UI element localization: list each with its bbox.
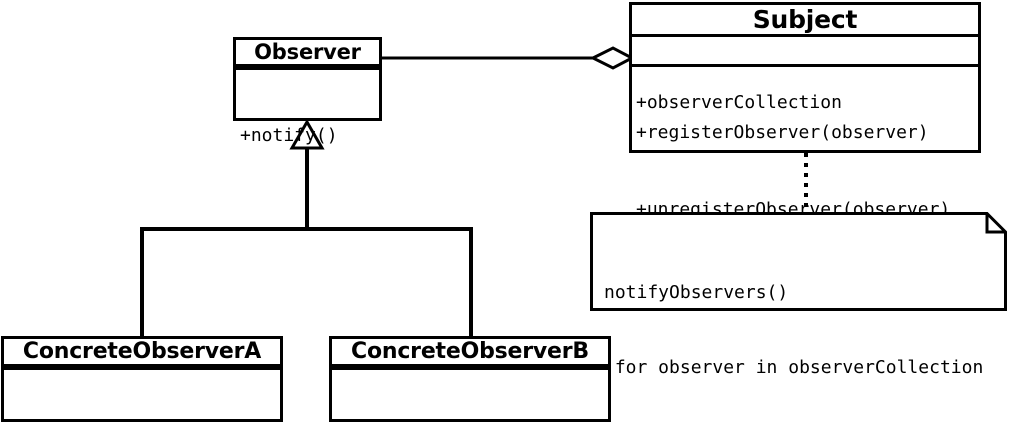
compartment-divider bbox=[632, 64, 978, 67]
compartment-divider bbox=[236, 67, 379, 70]
operation-line: +notify() bbox=[240, 125, 338, 146]
class-box-concrete-observer-b[interactable]: ConcreteObserverB +notify() bbox=[329, 336, 611, 422]
compartment-divider bbox=[332, 364, 608, 367]
compartment-divider bbox=[236, 64, 379, 67]
class-box-subject[interactable]: Subject +observerCollection +registerObs… bbox=[629, 2, 981, 296]
class-name-concrete-observer-b: ConcreteObserverB bbox=[351, 339, 589, 364]
attribute-line: +observerCollection bbox=[636, 92, 842, 113]
compartment-divider bbox=[332, 367, 608, 370]
class-name-subject: Subject bbox=[752, 5, 858, 34]
aggregation-diamond-icon bbox=[589, 46, 636, 70]
note-text: notifyObservers() for observer in observ… bbox=[604, 230, 983, 423]
compartment-divider bbox=[632, 34, 978, 37]
operation-line: +registerObserver(observer) bbox=[636, 122, 929, 143]
note-box[interactable]: notifyObservers() for observer in observ… bbox=[590, 212, 1007, 378]
class-operations-concrete-observer-b: +notify() bbox=[332, 370, 608, 423]
class-box-concrete-observer-a[interactable]: ConcreteObserverA +notify() bbox=[1, 336, 283, 422]
class-operations-concrete-observer-a: +notify() bbox=[4, 370, 280, 423]
class-name-concrete-observer-a: ConcreteObserverA bbox=[22, 339, 262, 364]
class-name-observer: Observer bbox=[254, 40, 361, 64]
class-attributes-subject: +observerCollection bbox=[632, 37, 978, 113]
class-box-observer[interactable]: Observer +notify() bbox=[233, 37, 382, 146]
class-operations-observer: +notify() bbox=[236, 70, 379, 203]
note-line: for observer in observerCollection bbox=[604, 357, 984, 378]
note-shape-icon bbox=[590, 212, 1007, 311]
compartment-divider bbox=[4, 367, 280, 370]
note-line: notifyObservers() bbox=[604, 282, 789, 303]
compartment-divider bbox=[4, 364, 280, 367]
